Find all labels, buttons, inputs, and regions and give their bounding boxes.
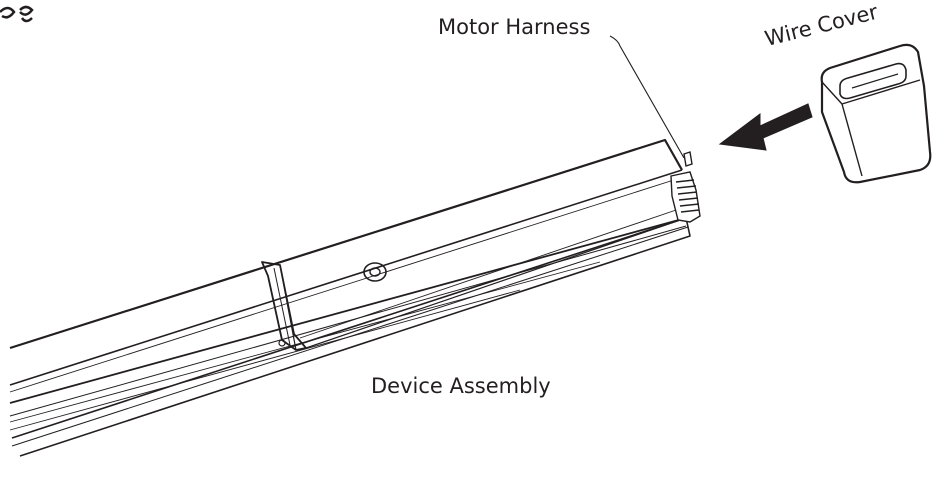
bar-front-top [9, 169, 683, 386]
arrow-left-icon [718, 103, 813, 151]
motor-harness [670, 151, 701, 223]
harness-wire-6 [680, 209, 700, 213]
device-assembly [9, 138, 691, 457]
bar-front-groove [9, 177, 681, 393]
bar-top-edge [9, 138, 683, 350]
harness-wire-4 [678, 197, 699, 201]
heading-fragment [0, 5, 34, 23]
joint-line-2 [267, 275, 283, 341]
joint-line-3 [273, 267, 291, 346]
joint-lower [305, 217, 687, 349]
joint-lower-2 [299, 207, 683, 339]
harness-wire-3 [677, 191, 698, 195]
harness-wire-2 [676, 185, 697, 189]
bar-plate-line-4 [9, 289, 521, 431]
motor-harness-label: Motor Harness [438, 15, 591, 39]
joint-screw [278, 339, 286, 347]
joint-cap [261, 261, 307, 351]
joint-line-1 [279, 264, 297, 351]
harness-tab [683, 151, 693, 167]
wire-cover-edge [841, 103, 863, 177]
bar-plate-line-3 [9, 261, 601, 423]
wire-cover-body [820, 43, 932, 184]
harness-wire-5 [679, 203, 700, 207]
center-screw-inner [369, 267, 381, 277]
harness-wire-1 [675, 179, 695, 183]
wire-cover-slot-inner [851, 73, 899, 89]
center-screw-outer [363, 262, 387, 282]
bar-plate-line-2 [9, 225, 687, 417]
bar-front-bottom [9, 217, 687, 404]
motor-harness-leader [609, 35, 685, 159]
device-assembly-label: Device Assembly [371, 374, 551, 398]
harness-connector [670, 171, 701, 223]
wire-cover [820, 43, 932, 184]
